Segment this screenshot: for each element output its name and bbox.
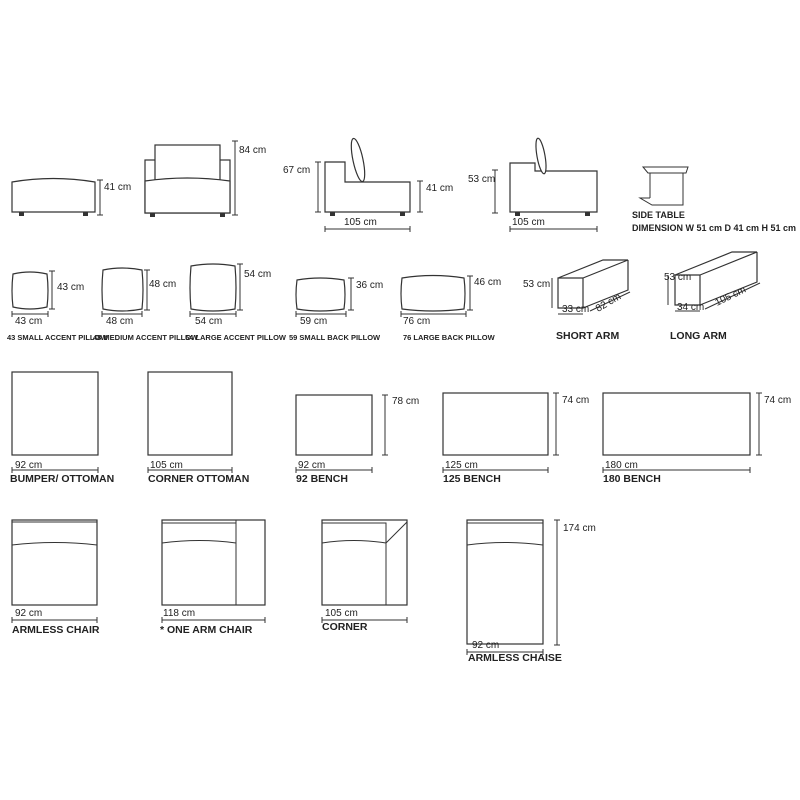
side-table-title: SIDE TABLE: [632, 210, 685, 220]
side-table-dimensions: DIMENSION W 51 cm D 41 cm H 51 cm: [632, 223, 796, 233]
width: 125 cm: [445, 460, 478, 471]
label: CORNER OTTOMAN: [148, 473, 249, 485]
bench-92: 78 cm 92 cm 92 BENCH: [295, 394, 419, 485]
pillow-large-back: 46 cm 76 cm 76 LARGE BACK PILLOW: [400, 274, 501, 342]
chair-side-view: 67 cm 41 cm 105 cm: [283, 137, 453, 232]
pillow-label: 48 MEDIUM ACCENT PILLOW: [93, 333, 199, 342]
pillow-height: 48 cm: [149, 279, 176, 290]
ottoman-front-view: 41 cm: [11, 177, 131, 216]
arm-label: SHORT ARM: [556, 330, 619, 342]
chair-height: 84 cm: [239, 145, 266, 156]
corner-unit: 105 cm CORNER: [321, 519, 408, 633]
pillow-small-accent: 43 cm 43 cm 43 SMALL ACCENT PILLOW: [7, 270, 108, 342]
pillow-height: 43 cm: [57, 282, 84, 293]
ottoman-height: 41 cm: [104, 182, 131, 193]
arm-height: 53 cm: [664, 272, 691, 283]
arm-height: 53 cm: [523, 279, 550, 290]
width: 105 cm: [325, 608, 358, 619]
label: * ONE ARM CHAIR: [160, 624, 253, 636]
label: 92 BENCH: [296, 473, 348, 485]
width: 92 cm: [15, 460, 42, 471]
one-arm-chair: 118 cm * ONE ARM CHAIR: [160, 519, 266, 636]
width: 118 cm: [163, 608, 195, 619]
depth: 105 cm: [512, 217, 545, 228]
side-table: SIDE TABLE DIMENSION W 51 cm D 41 cm H 5…: [632, 166, 796, 233]
height: 78 cm: [392, 396, 419, 407]
label: 125 BENCH: [443, 473, 501, 485]
width: 92 cm: [472, 640, 499, 651]
height: 174 cm: [563, 523, 596, 534]
short-arm: 53 cm 33 cm 82 cm SHORT ARM: [523, 259, 631, 342]
back-height: 67 cm: [283, 165, 310, 176]
pillow-small-back: 36 cm 59 cm 59 SMALL BACK PILLOW: [289, 277, 383, 342]
arm-chair-side-view: 53 cm 105 cm: [468, 137, 598, 232]
label: ARMLESS CHAISE: [468, 652, 562, 664]
pillow-label: 76 LARGE BACK PILLOW: [403, 333, 496, 342]
bumper-ottoman: 92 cm BUMPER/ OTTOMAN: [10, 371, 114, 485]
pillow-height: 46 cm: [474, 277, 501, 288]
pillow-large-accent: 54 cm 54 cm 54 LARGE ACCENT PILLOW: [185, 263, 287, 342]
pillow-height: 54 cm: [244, 269, 271, 280]
arm-label: LONG ARM: [670, 330, 727, 342]
width: 105 cm: [150, 460, 183, 471]
long-arm: 53 cm 34 cm 105 cm LONG ARM: [664, 251, 761, 342]
label: 180 BENCH: [603, 473, 661, 485]
bench-125: 74 cm 125 cm 125 BENCH: [442, 392, 589, 485]
pillow-width: 48 cm: [106, 316, 133, 327]
height: 74 cm: [562, 395, 589, 406]
pillow-width: 76 cm: [403, 316, 430, 327]
width: 92 cm: [298, 460, 325, 471]
pillow-label: 54 LARGE ACCENT PILLOW: [185, 333, 287, 342]
label: CORNER: [322, 621, 368, 633]
width: 92 cm: [15, 608, 42, 619]
pillow-height: 36 cm: [356, 280, 383, 291]
bench-180: 74 cm 180 cm 180 BENCH: [602, 392, 791, 485]
pillow-medium-accent: 48 cm 48 cm 48 MEDIUM ACCENT PILLOW: [93, 267, 199, 342]
label: BUMPER/ OTTOMAN: [10, 473, 114, 485]
pillow-label: 43 SMALL ACCENT PILLOW: [7, 333, 108, 342]
pillow-width: 59 cm: [300, 316, 327, 327]
pillow-width: 54 cm: [195, 316, 222, 327]
corner-ottoman: 105 cm CORNER OTTOMAN: [147, 371, 249, 485]
width: 180 cm: [605, 460, 638, 471]
seat-height: 41 cm: [426, 183, 453, 194]
armless-chaise: 174 cm 92 cm ARMLESS CHAISE: [466, 519, 596, 664]
depth: 105 cm: [344, 217, 377, 228]
height: 74 cm: [764, 395, 791, 406]
pillow-label: 59 SMALL BACK PILLOW: [289, 333, 381, 342]
arm-width: 33 cm: [562, 304, 589, 315]
pillow-width: 43 cm: [15, 316, 42, 327]
arm-height: 53 cm: [468, 174, 495, 185]
chair-front-view: 84 cm: [144, 140, 266, 217]
label: ARMLESS CHAIR: [12, 624, 100, 636]
arm-width: 34 cm: [677, 302, 704, 313]
armless-chair: 92 cm ARMLESS CHAIR: [11, 519, 100, 636]
